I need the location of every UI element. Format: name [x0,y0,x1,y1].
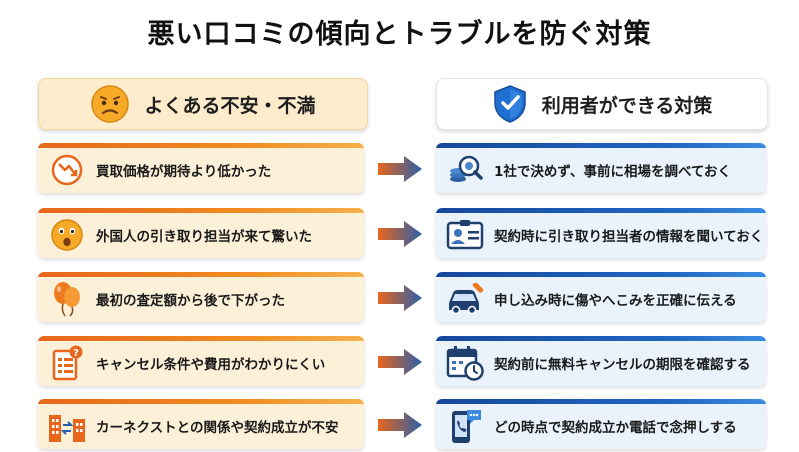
shield-check-icon [492,84,528,124]
accent-bar [38,399,364,404]
solution-text: 契約前に無料キャンセルの期限を確認する [494,357,751,373]
right-header-label: 利用者ができる対策 [541,94,713,117]
solution-card-4: 契約前に無料キャンセルの期限を確認する [436,336,766,386]
problem-text: 買取価格が期待より低かった [96,164,272,180]
problem-card-1: 買取価格が期待より低かった [38,143,364,193]
accent-bar [38,208,364,213]
buildings-exchange-icon [38,409,96,443]
accent-bar [436,208,766,213]
arrow-right-icon [378,349,422,375]
problem-card-2: 外国人の引き取り担当が来て驚いた [38,208,364,258]
accent-bar [436,143,766,148]
problem-text: キャンセル条件や費用がわかりにくい [96,357,326,373]
svg-text:?: ? [73,348,79,359]
problem-card-5: カーネクストとの関係や契約成立が不安 [38,399,364,449]
accent-bar [38,143,364,148]
arrow-right-icon [378,412,422,438]
accent-bar [436,272,766,277]
solution-text: どの時点で契約成立か電話で念押しする [494,420,737,436]
problem-card-3: 最初の査定額から後で下がった [38,272,364,322]
surprised-face-icon [38,218,96,252]
phone-chat-icon [436,407,494,445]
accent-bar [436,336,766,341]
left-header: よくある不安・不満 [38,78,368,130]
left-header-label: よくある不安・不満 [144,94,316,117]
arrow-right-icon [378,285,422,311]
arrow-right-icon [378,156,422,182]
right-header: 利用者ができる対策 [436,78,768,130]
problem-text: 最初の査定額から後で下がった [96,293,285,309]
accent-bar [38,272,364,277]
solution-card-5: どの時点で契約成立か電話で念押しする [436,399,766,449]
solution-text: 契約時に引き取り担当者の情報を聞いておく [494,229,764,245]
solution-card-3: 申し込み時に傷やへこみを正確に伝える [436,272,766,322]
solution-card-1: 1社で決めず、事前に相場を調べておく [436,143,766,193]
page-title: 悪い口コミの傾向とトラブルを防ぐ対策 [147,19,652,50]
solution-text: 申し込み時に傷やへこみを正確に伝える [494,293,737,309]
accent-bar [38,336,364,341]
car-repair-icon [436,283,494,315]
coin-search-icon [436,153,494,187]
id-card-icon [436,219,494,251]
calendar-clock-icon [436,345,494,381]
solution-card-2: 契約時に引き取り担当者の情報を聞いておく [436,208,766,258]
problem-text: 外国人の引き取り担当が来て驚いた [96,229,312,245]
price-down-icon [38,153,96,187]
balloon-icon [38,280,96,318]
accent-bar [436,399,766,404]
arrow-right-icon [378,221,422,247]
solution-text: 1社で決めず、事前に相場を調べておく [494,164,732,180]
problem-card-4: ? キャンセル条件や費用がわかりにくい [38,336,364,386]
problem-text: カーネクストとの関係や契約成立が不安 [96,420,339,436]
document-question-icon: ? [38,345,96,381]
worried-face-icon [90,84,130,124]
